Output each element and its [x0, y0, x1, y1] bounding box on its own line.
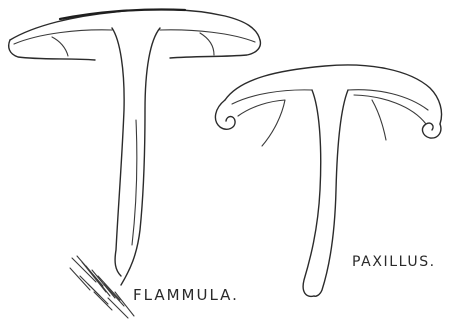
paxillus-cap-outer — [225, 65, 442, 124]
flammula-base-hatching — [70, 256, 134, 318]
flammula-cap-top — [10, 9, 260, 40]
flammula-mushroom — [9, 9, 261, 318]
paxillus-label: PAXILLUS. — [352, 254, 436, 270]
paxillus-stem-left — [303, 90, 321, 296]
paxillus-gill-right-decurrent — [354, 95, 426, 124]
flammula-gill-right — [160, 30, 255, 42]
paxillus-gill-left-decurrent — [238, 100, 285, 146]
flammula-cap-edge-left — [9, 40, 95, 60]
flammula-stem-left — [112, 28, 124, 276]
flammula-cap-edge-right — [170, 40, 260, 58]
flammula-gill-right-inner — [200, 33, 214, 55]
flammula-label: FLAMMULA. — [133, 286, 239, 304]
flammula-stem-right — [121, 28, 160, 285]
paxillus-curl-right — [423, 123, 441, 138]
flammula-gill-left-inner — [52, 37, 68, 56]
flammula-stem-shade — [132, 120, 137, 245]
paxillus-gill-right-inner — [372, 100, 386, 140]
flammula-gill-left — [14, 30, 112, 44]
